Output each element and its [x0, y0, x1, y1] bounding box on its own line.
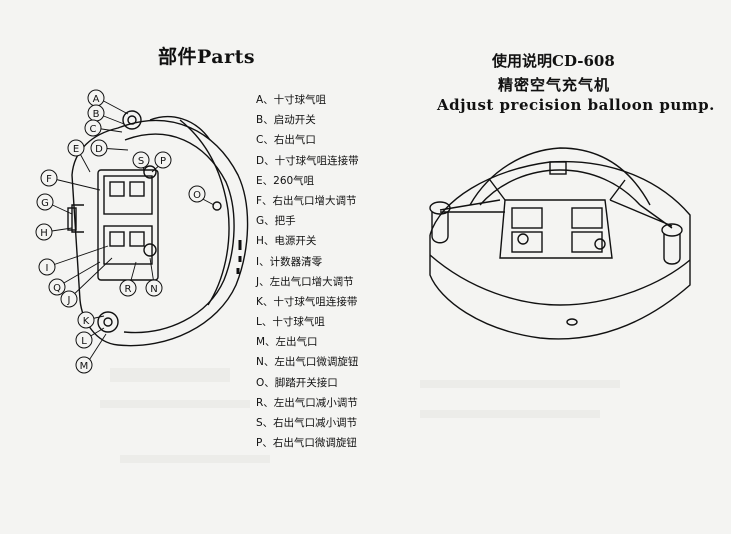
svg-text:G: G: [41, 198, 49, 209]
part-item: D、十寸球气咀连接带: [256, 154, 359, 167]
svg-text:F: F: [46, 174, 52, 185]
handle: [71, 204, 84, 233]
callout-a: A: [87, 89, 105, 107]
callout-k: K: [77, 311, 95, 329]
callout-o: O: [188, 185, 206, 203]
nozzle-top: [122, 110, 142, 130]
part-item: M、左出气口: [256, 336, 318, 349]
part-item: A、十寸球气咀: [256, 94, 327, 106]
part-item: I、计数器清零: [256, 255, 323, 268]
callout-m: M: [75, 356, 93, 374]
svg-text:B: B: [93, 109, 100, 120]
svg-text:A: A: [93, 94, 100, 105]
part-item: G、把手: [256, 215, 296, 228]
part-item: R、左出气口减小调节: [256, 396, 358, 409]
part-item: O、脚踏开关接口: [256, 376, 338, 389]
show-through-mark: [100, 400, 250, 408]
callout-q: Q: [48, 278, 66, 296]
pump-body-outline: [71, 119, 249, 347]
pump-dome: [149, 116, 211, 141]
manual-product-title-en: Adjust precision balloon pump.: [437, 96, 715, 114]
fine-tune-knob-left: [143, 243, 157, 257]
callout-c: C: [84, 119, 102, 137]
part-item: H、电源开关: [256, 235, 317, 248]
svg-text:I: I: [46, 263, 49, 274]
callout-p: P: [154, 151, 172, 169]
svg-text:J: J: [67, 295, 71, 306]
parts-title: 部件Parts: [158, 46, 256, 68]
svg-text:D: D: [95, 144, 103, 155]
part-item: S、右出气口减小调节: [256, 417, 358, 429]
callout-d: D: [90, 139, 108, 157]
callout-n: N: [145, 279, 163, 297]
svg-text:Q: Q: [53, 283, 61, 294]
part-item: F、右出气口增大调节: [256, 194, 357, 207]
show-through-mark: [120, 455, 270, 463]
callout-s: S: [132, 151, 150, 169]
foot-switch-port: [212, 201, 222, 211]
manual-product-title-cn: 精密空气充气机: [498, 76, 611, 94]
svg-text:K: K: [83, 316, 90, 327]
pump-perspective-diagram: [429, 147, 691, 340]
svg-text:H: H: [40, 228, 48, 239]
svg-text:N: N: [150, 284, 157, 295]
callout-h: H: [35, 223, 53, 241]
parts-list: A、十寸球气咀 B、启动开关 C、右出气口 D、十寸球气咀连接带 E、260气咀…: [256, 90, 359, 453]
callout-e: E: [67, 139, 85, 157]
show-through-mark: [110, 368, 230, 382]
svg-text:L: L: [81, 336, 87, 347]
show-through-mark: [420, 380, 620, 388]
pump-body-inner-outline: [123, 133, 235, 334]
part-item: J、左出气口增大调节: [256, 275, 354, 288]
part-item: N、左出气口微调旋钮: [256, 356, 359, 369]
callout-g: G: [36, 193, 54, 211]
callout-l: L: [75, 331, 93, 349]
part-item: E、260气咀: [256, 174, 315, 187]
callout-j: J: [60, 290, 78, 308]
part-item: L、十寸球气咀: [256, 316, 325, 329]
show-through-mark: [420, 410, 600, 418]
svg-text:S: S: [138, 156, 144, 167]
manual-model-title: 使用说明CD-608: [492, 52, 615, 70]
callout-r: R: [119, 279, 137, 297]
part-item: B、启动开关: [256, 114, 316, 127]
callout-f: F: [40, 169, 58, 187]
part-item: P、右出气口微调旋钮: [256, 437, 357, 450]
nozzle-bottom: [97, 311, 119, 333]
svg-text:O: O: [193, 190, 201, 201]
part-item: C、右出气口: [256, 134, 316, 147]
part-item: K、十寸球气咀连接带: [256, 295, 358, 308]
svg-text:R: R: [125, 284, 132, 295]
callout-b: B: [87, 104, 105, 122]
svg-text:P: P: [160, 156, 166, 167]
svg-text:C: C: [90, 124, 97, 135]
callout-i: I: [38, 258, 56, 276]
svg-text:E: E: [73, 144, 79, 155]
svg-text:M: M: [80, 361, 89, 372]
